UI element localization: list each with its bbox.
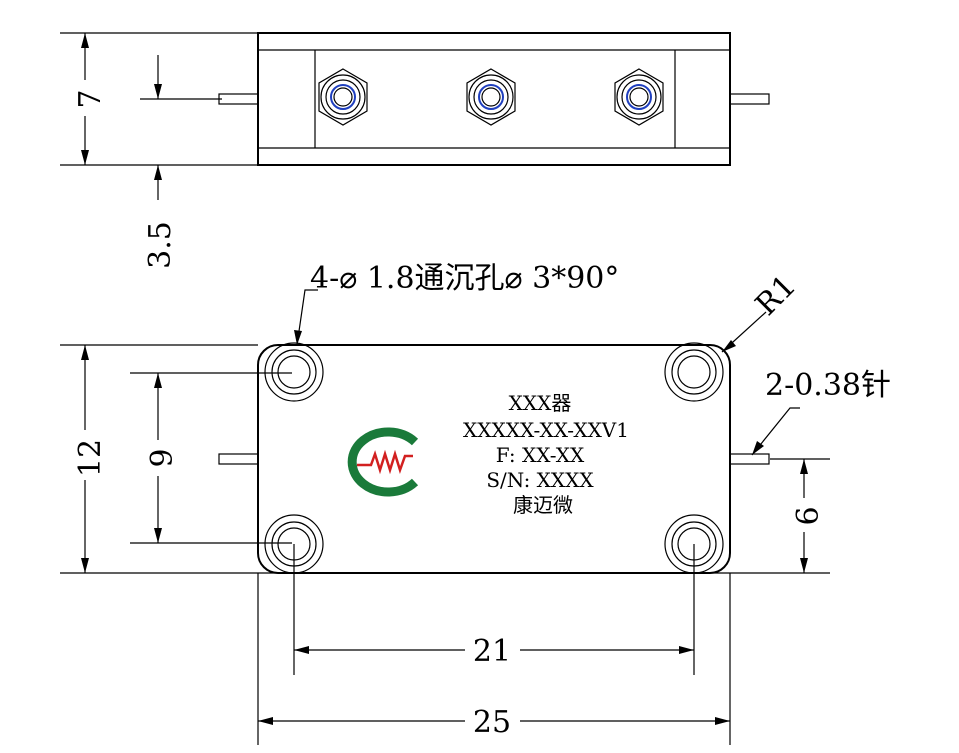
dim-arrow bbox=[154, 373, 162, 388]
dim-overall-width-label: 25 bbox=[473, 705, 511, 740]
hole-callout-text: 4-⌀ 1.8通沉孔⌀ 3*90° bbox=[310, 261, 619, 296]
mounting-hole-top-left bbox=[264, 342, 324, 402]
dim-label-bg bbox=[142, 440, 174, 476]
dim-label-bg bbox=[70, 80, 100, 116]
pin-callout-leader bbox=[751, 407, 800, 456]
dim-hole-vertical-label: 9 bbox=[145, 448, 180, 467]
dim-arrow bbox=[154, 528, 162, 543]
dim-label-bg bbox=[788, 498, 820, 532]
dim-label-bg bbox=[68, 430, 102, 480]
mounting-hole-top-right bbox=[664, 342, 724, 402]
side-pin-right bbox=[729, 93, 770, 105]
side-housing bbox=[257, 32, 731, 166]
logo-ring bbox=[347, 427, 419, 497]
dim-arrow bbox=[81, 558, 89, 573]
side-view: 7 3.5 bbox=[60, 32, 770, 269]
dim-arrow bbox=[81, 150, 89, 165]
pin-callout-text: 2-0.38针 bbox=[765, 368, 891, 403]
dim-arrow bbox=[294, 330, 302, 345]
label-line-4: S/N: XXXX bbox=[486, 468, 594, 492]
dim-hole-horizontal-label: 21 bbox=[473, 634, 511, 669]
front-view: 12 9 6 bbox=[60, 261, 891, 745]
dim-arrow bbox=[258, 717, 273, 725]
dim-arrow bbox=[752, 441, 764, 455]
logo-wave bbox=[357, 449, 413, 475]
front-pin-right bbox=[729, 453, 770, 465]
dim-arrow bbox=[81, 33, 89, 48]
connector-1 bbox=[318, 68, 368, 126]
dim-arrow bbox=[715, 717, 730, 725]
kangmaiwei-logo bbox=[347, 427, 419, 497]
dim-arrow bbox=[800, 459, 808, 474]
dim-arrow bbox=[154, 84, 162, 99]
connector-2 bbox=[466, 68, 516, 126]
label-line-1: XXX器 bbox=[509, 391, 572, 415]
dim-arrow bbox=[154, 165, 162, 180]
label-line-3: F: XX-XX bbox=[496, 443, 585, 467]
front-pin-left bbox=[218, 453, 259, 465]
dim-side-height-label: 7 bbox=[73, 89, 108, 108]
side-pin-left bbox=[218, 93, 259, 105]
radius-callout-text: R1 bbox=[749, 268, 803, 322]
label-line-2: XXXXX-XX-XXV1 bbox=[463, 418, 629, 442]
dim-front-height-label: 12 bbox=[73, 439, 108, 477]
hole-callout-leader bbox=[296, 289, 318, 346]
dim-pin-height-label: 6 bbox=[791, 506, 826, 525]
dim-arrow bbox=[679, 646, 694, 654]
front-housing bbox=[257, 344, 731, 574]
connector-3 bbox=[614, 68, 664, 126]
label-line-5: 康迈微 bbox=[513, 493, 573, 517]
dim-arrow bbox=[800, 558, 808, 573]
dim-arrow bbox=[81, 345, 89, 360]
dim-arrow bbox=[722, 340, 736, 352]
dim-side-offset-label: 3.5 bbox=[143, 221, 178, 269]
dim-arrow bbox=[294, 646, 309, 654]
